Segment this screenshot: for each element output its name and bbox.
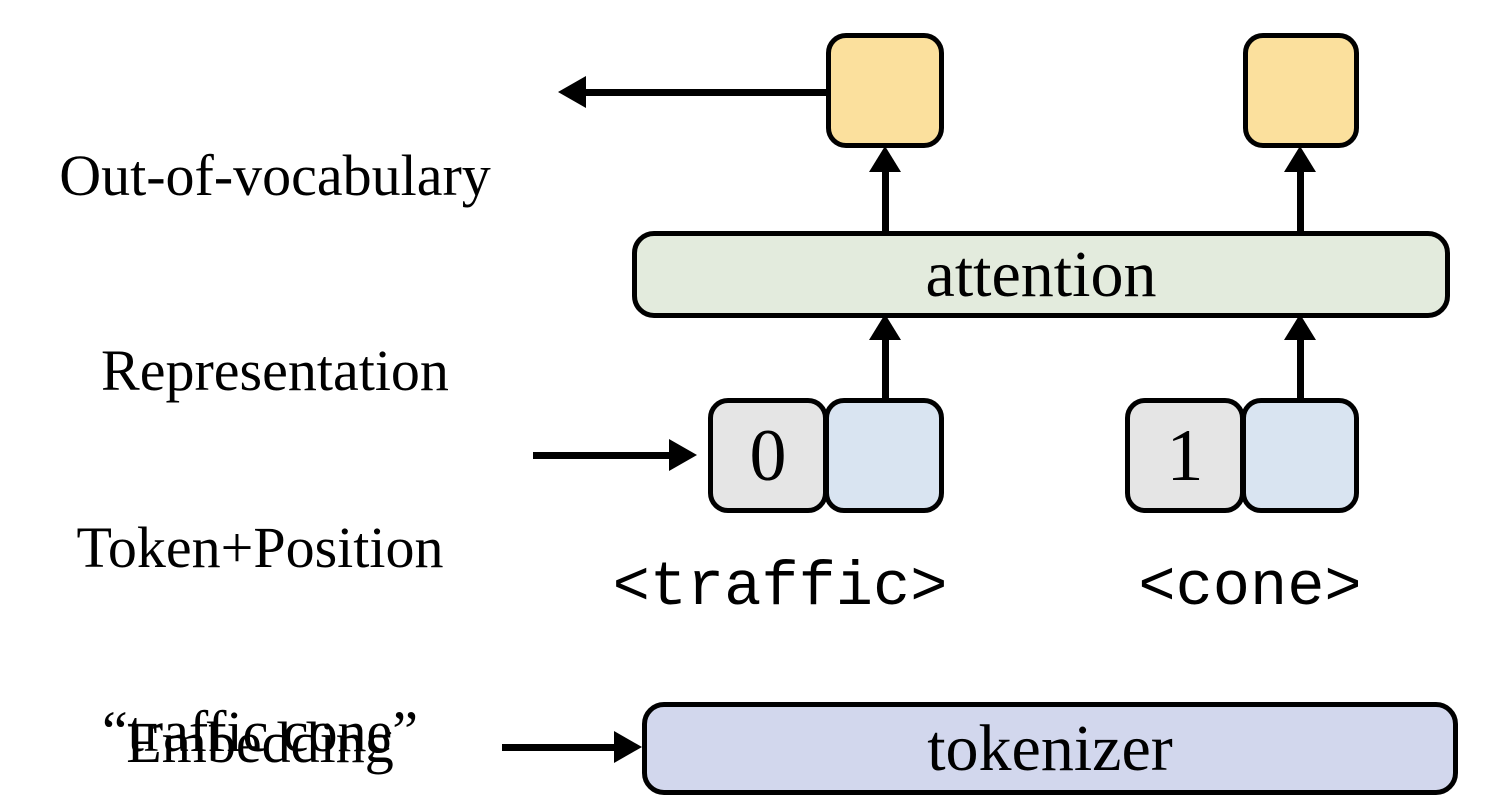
- attention-label: attention: [925, 237, 1157, 311]
- token-text-1: <cone>: [1138, 552, 1362, 623]
- token-position-embedding-line1: Token+Position: [76, 514, 444, 580]
- tokenizer-block[interactable]: tokenizer: [642, 702, 1458, 795]
- attention-block[interactable]: attention: [632, 231, 1450, 318]
- position-index-block-0[interactable]: 0: [708, 398, 828, 513]
- position-index-block-1[interactable]: 1: [1125, 398, 1245, 513]
- phrase-to-tokenizer-arrow-head-icon: [614, 731, 642, 763]
- embedding-to-attention-arrow-head-icon-0: [869, 314, 901, 340]
- oov-representation-line1: Out-of-vocabulary: [59, 142, 491, 208]
- oov-vector-block-1[interactable]: [1243, 33, 1359, 148]
- embedding-pointer-arrow-head-icon: [669, 439, 697, 471]
- input-phrase-label: “traffic cone”: [101, 699, 419, 764]
- token-text-0: <traffic>: [612, 552, 948, 623]
- phrase-to-tokenizer-arrow-line: [502, 744, 614, 751]
- token-position-embedding-line2: Embedding: [126, 709, 394, 775]
- embedding-pointer-arrow-line: [533, 452, 669, 459]
- embedding-to-attention-arrow-line-0: [882, 338, 889, 400]
- oov-output-arrow-line: [586, 89, 830, 96]
- tokenizer-label: tokenizer: [927, 711, 1173, 785]
- token-embedding-block-1[interactable]: [1241, 398, 1359, 513]
- position-index-1-label: 1: [1166, 414, 1204, 497]
- embedding-to-attention-arrow-line-1: [1297, 338, 1304, 400]
- attention-to-output-arrow-head-icon-0: [869, 146, 901, 172]
- oov-representation-label: Out-of-vocabulary Representation: [10, 14, 540, 534]
- token-position-embedding-label: Token+Position Embedding: [10, 386, 510, 809]
- embedding-to-attention-arrow-head-icon-1: [1284, 314, 1316, 340]
- oov-representation-line2: Representation: [101, 337, 449, 403]
- oov-output-arrow-head-icon: [558, 76, 586, 108]
- token-embedding-block-0[interactable]: [824, 398, 944, 513]
- attention-to-output-arrow-line-0: [882, 170, 889, 232]
- attention-to-output-arrow-line-1: [1297, 170, 1304, 232]
- attention-to-output-arrow-head-icon-1: [1284, 146, 1316, 172]
- position-index-0-label: 0: [749, 414, 787, 497]
- oov-vector-block-0[interactable]: [826, 33, 944, 148]
